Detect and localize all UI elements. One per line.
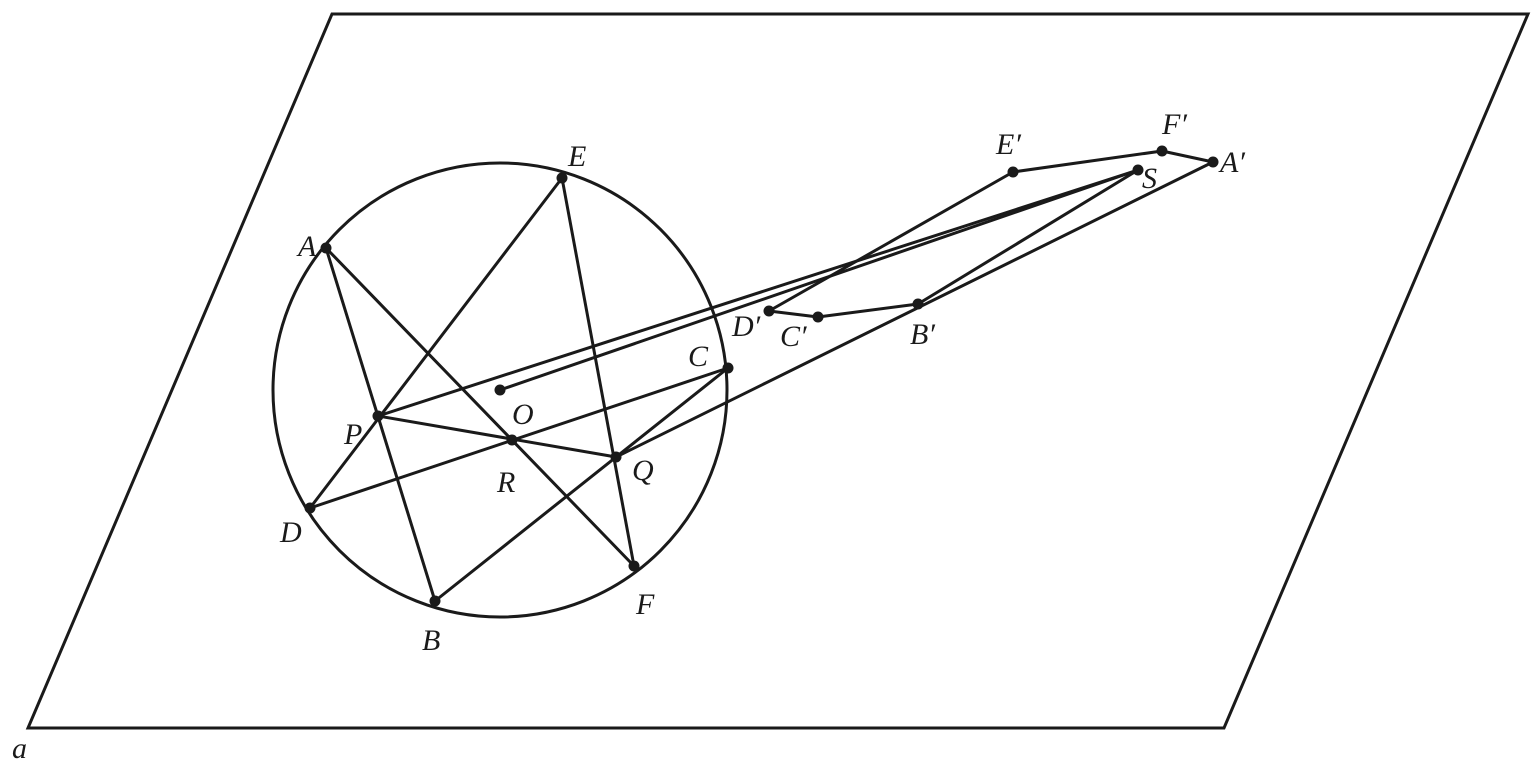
point-f1 <box>1156 145 1168 157</box>
label-e1: E′ <box>995 128 1021 161</box>
segment-b1-s <box>916 168 1140 306</box>
point-r <box>506 434 518 446</box>
label-c: C <box>688 340 709 373</box>
point-d <box>304 502 316 514</box>
segment-a-f <box>324 246 636 568</box>
segment-e1-d1 <box>767 170 1015 313</box>
point-c1 <box>812 311 824 323</box>
segment-q-a1 <box>614 160 1215 459</box>
label-f: F <box>635 588 655 621</box>
label-q: Q <box>632 454 654 487</box>
point-o <box>494 384 506 396</box>
label-b1: B′ <box>910 318 935 351</box>
point-a1 <box>1207 156 1219 168</box>
segment-e-d <box>308 176 564 510</box>
point-p <box>372 410 384 422</box>
label-d: D <box>279 516 302 549</box>
label-o: O <box>512 398 534 431</box>
circle-o <box>271 161 729 619</box>
segment-c1-b1 <box>816 302 920 319</box>
point-e <box>556 172 568 184</box>
plane-parallelogram <box>25 12 1531 730</box>
label-a: A <box>296 230 317 263</box>
segments-group <box>308 149 1215 603</box>
segment-e-f <box>560 176 636 568</box>
segment-a1-f1 <box>1160 149 1215 164</box>
point-a <box>320 242 332 254</box>
label-b: B <box>422 624 440 657</box>
label-a1: A′ <box>1218 146 1245 179</box>
point-d1 <box>763 305 775 317</box>
point-c <box>722 362 734 374</box>
point-b1 <box>912 298 924 310</box>
points-group <box>304 145 1219 607</box>
segment-d1-c1 <box>767 309 820 319</box>
segment-a-b <box>324 246 437 603</box>
segment-d-c <box>308 366 730 510</box>
label-e: E <box>567 140 586 173</box>
segment-o-s <box>498 168 1140 392</box>
segment-f1-e1 <box>1011 149 1164 174</box>
point-e1 <box>1007 166 1019 178</box>
segment-p-s <box>376 168 1140 418</box>
label-p: P <box>343 418 362 451</box>
point-s <box>1132 164 1144 176</box>
label-s: S <box>1142 162 1157 195</box>
label-d1: D′ <box>731 310 761 343</box>
labels-group: A B C D E F O P Q R S A′ B′ C′ D′ E′ F′ <box>279 108 1245 657</box>
label-f1: F′ <box>1161 108 1187 141</box>
segment-p-q <box>376 414 618 459</box>
label-r: R <box>496 466 515 499</box>
point-b <box>429 595 441 607</box>
label-c1: C′ <box>780 320 807 353</box>
point-q <box>610 451 622 463</box>
point-f <box>628 560 640 572</box>
plane-label: a <box>12 732 27 765</box>
segment-b-c <box>433 366 730 603</box>
